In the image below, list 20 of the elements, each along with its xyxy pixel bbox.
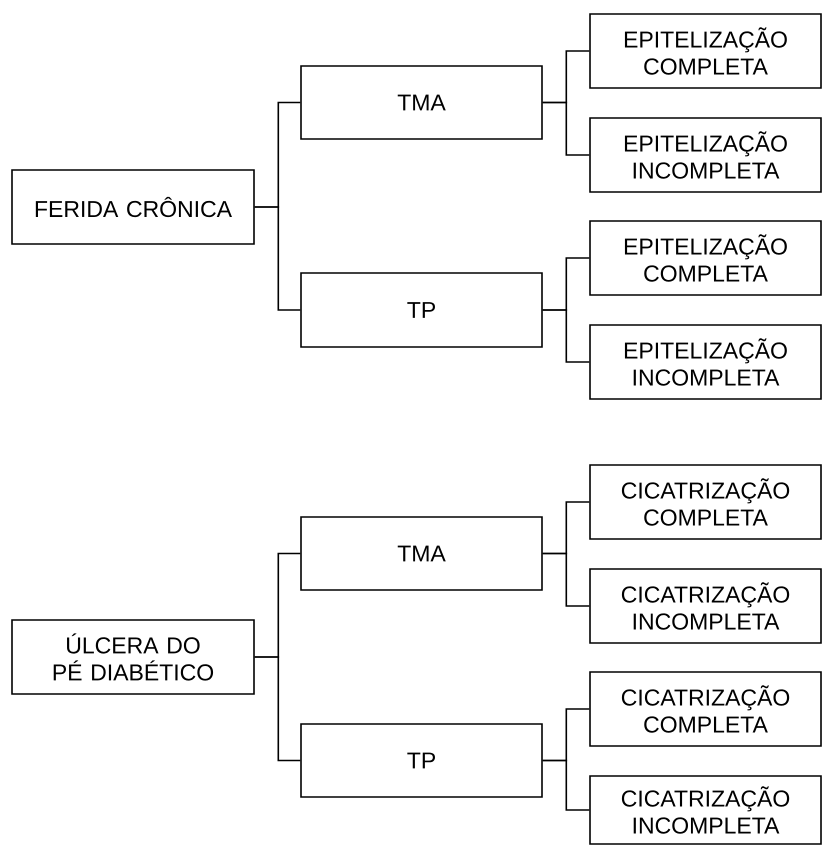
branch-box: TMA (300, 516, 543, 591)
outcome-box: CICATRIZAÇÃO COMPLETA (589, 671, 822, 747)
connector-line (542, 102, 590, 156)
connector-line (542, 552, 590, 607)
connector-line (542, 309, 590, 363)
branch-box: TMA (300, 65, 543, 140)
branch-box: TP (300, 272, 543, 348)
outcome-box: CICATRIZAÇÃO INCOMPLETA (589, 775, 822, 845)
outcome-box: CICATRIZAÇÃO INCOMPLETA (589, 568, 822, 644)
root-box: FERIDA CRÔNICA (11, 169, 255, 245)
connector-line (542, 760, 590, 811)
outcome-box: EPITELIZAÇÃO COMPLETA (589, 13, 822, 89)
branch-box: TP (300, 723, 543, 798)
connector-line (254, 206, 300, 311)
outcome-box: EPITELIZAÇÃO INCOMPLETA (589, 117, 822, 193)
outcome-box: EPITELIZAÇÃO INCOMPLETA (589, 324, 822, 400)
outcome-box: CICATRIZAÇÃO COMPLETA (589, 464, 822, 540)
root-box: ÚLCERA DO PÉ DIABÉTICO (11, 619, 255, 695)
connector-line (254, 656, 300, 762)
outcome-box: EPITELIZAÇÃO COMPLETA (589, 220, 822, 296)
